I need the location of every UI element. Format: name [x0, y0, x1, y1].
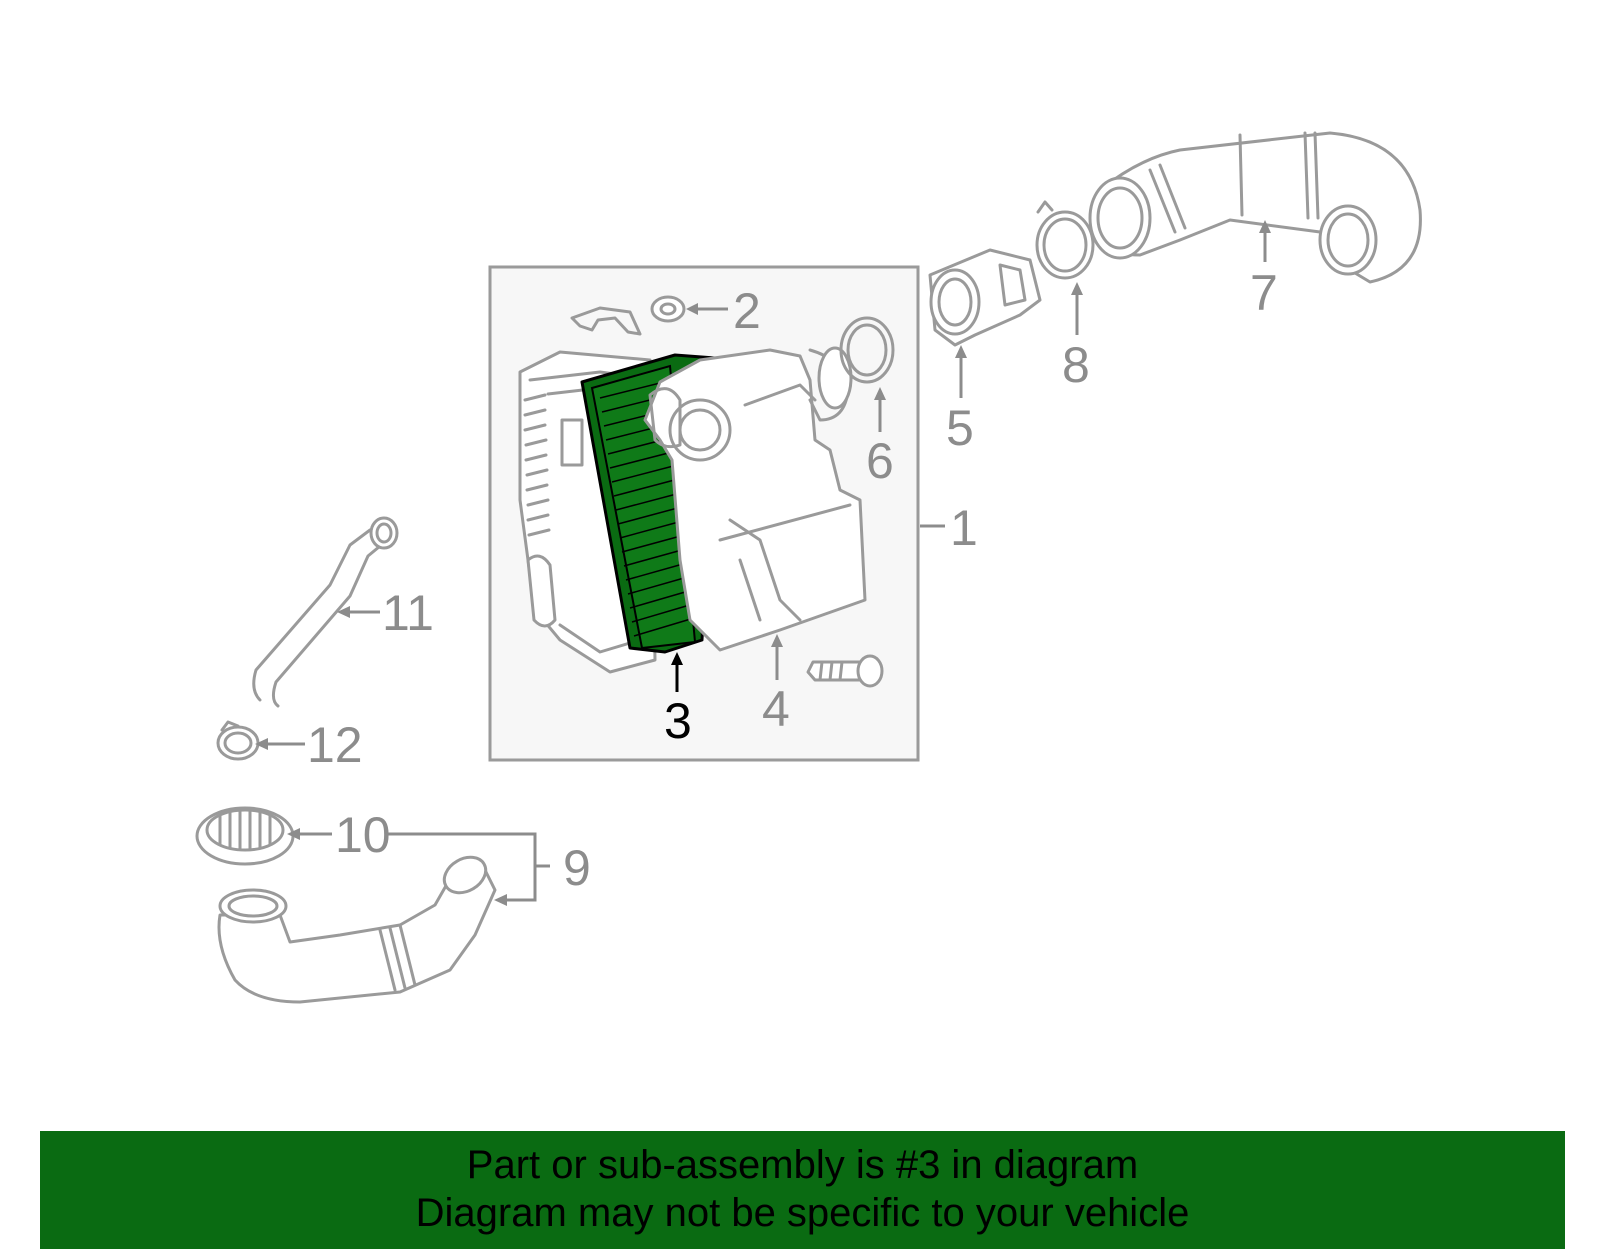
leader-lines	[255, 220, 1271, 906]
part-12-small-clamp	[216, 720, 260, 761]
part-2-bracket	[570, 295, 686, 336]
part-6-seal-ring	[839, 316, 895, 384]
part-5-mass-air-flow-sensor	[928, 248, 1042, 347]
part-7-intake-duct	[1088, 131, 1422, 284]
callout-12: 12	[307, 717, 363, 773]
callout-10: 10	[335, 807, 391, 863]
callout-7: 7	[1250, 265, 1278, 321]
callout-11: 11	[382, 585, 434, 641]
callout-8: 8	[1062, 337, 1090, 393]
callout-4: 4	[762, 681, 790, 737]
callout-6: 6	[866, 433, 894, 489]
part-11-breather-hose	[252, 516, 399, 708]
banner-line-disclaimer: Diagram may not be specific to your vehi…	[415, 1191, 1190, 1235]
callout-2: 2	[733, 283, 761, 339]
callout-1: 1	[950, 500, 978, 556]
callout-5: 5	[946, 400, 974, 456]
callout-3: 3	[664, 693, 692, 749]
part-8-hose-clamp	[1035, 200, 1095, 280]
info-banner: Part or sub-assembly is #3 in diagram Di…	[40, 1131, 1565, 1249]
banner-line-part: Part or sub-assembly is #3 in diagram	[466, 1143, 1139, 1187]
callout-9: 9	[563, 840, 591, 896]
part-10-inlet-screen	[195, 806, 295, 866]
part-9-inlet-duct	[217, 855, 497, 1004]
mounting-screw	[806, 654, 884, 688]
